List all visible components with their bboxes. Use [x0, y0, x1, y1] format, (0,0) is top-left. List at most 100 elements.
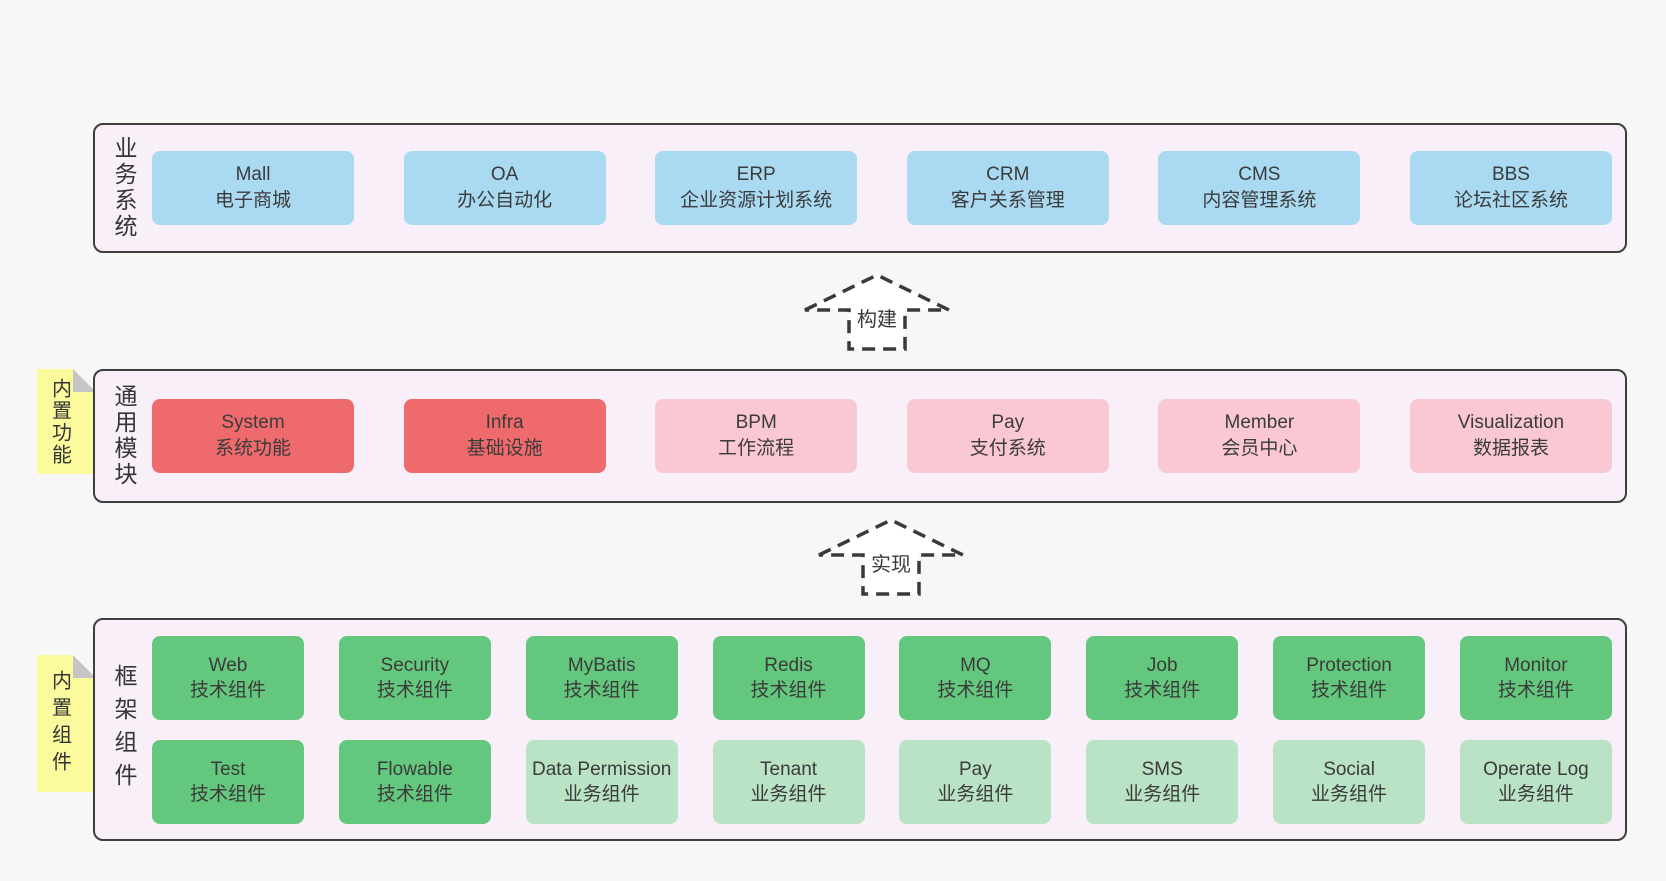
box-test: Test 技术组件 [152, 739, 304, 824]
box-title: MQ [960, 654, 991, 676]
build-arrow: 构建 [802, 272, 952, 352]
box-subtitle: 技术组件 [750, 679, 827, 701]
sticky-note-builtin-features: 内置功能 [37, 369, 96, 474]
box-data-permission: Data Permission 业务组件 [525, 739, 678, 824]
box-mall: Mall 电子商城 [152, 151, 354, 225]
panel-side-label-text: 通用模块 [111, 384, 137, 488]
box-title: BBS [1491, 164, 1530, 185]
box-infra: Infra 基础设施 [403, 399, 606, 473]
box-erp: ERP 企业资源计划系统 [655, 151, 858, 225]
box-title: OA [490, 164, 519, 185]
box-subtitle: 业务组件 [937, 783, 1014, 805]
framework-components-panel: 框架组件 Web 技术组件 Security 技术组件 MyBatis 技术组件… [93, 618, 1627, 841]
box-mybatis: MyBatis 技术组件 [525, 635, 678, 720]
sticky-label: 内置组件 [48, 669, 71, 778]
box-subtitle: 技术组件 [376, 783, 453, 805]
box-title: Pay [959, 758, 992, 780]
box-title: System [221, 412, 285, 433]
box-subtitle: 业务组件 [563, 783, 640, 805]
sticky-label: 内置功能 [48, 377, 71, 466]
box-title: MyBatis [567, 654, 636, 676]
box-title: Visualization [1457, 412, 1565, 433]
box-subtitle: 基础设施 [466, 438, 543, 459]
box-job: Job 技术组件 [1086, 635, 1239, 720]
box-title: Redis [764, 654, 813, 676]
box-subtitle: 工作流程 [718, 438, 795, 459]
sticky-note-builtin-components: 内置组件 [37, 655, 96, 792]
box-subtitle: 技术组件 [189, 679, 266, 701]
box-subtitle: 客户关系管理 [950, 190, 1065, 211]
box-security: Security 技术组件 [338, 635, 491, 720]
box-subtitle: 企业资源计划系统 [680, 190, 833, 211]
panel-side-label: 业务系统 [95, 125, 152, 251]
box-subtitle: 电子商城 [214, 190, 291, 211]
module-boxes: System 系统功能 Infra 基础设施 BPM 工作流程 Pay 支付系统… [152, 399, 1625, 473]
box-tenant: Tenant 业务组件 [712, 739, 865, 824]
box-title: Infra [485, 412, 524, 433]
box-title: Pay [991, 412, 1025, 433]
box-crm: CRM 客户关系管理 [906, 151, 1109, 225]
box-title: CMS [1238, 164, 1281, 185]
business-systems-panel: 业务系统 Mall 电子商城 OA 办公自动化 ERP 企业资源计划系统 CRM [93, 123, 1627, 253]
box-social: Social 业务组件 [1273, 739, 1426, 824]
panel-side-label-text: 业务系统 [111, 136, 137, 240]
box-pay-system: Pay 支付系统 [906, 399, 1109, 473]
box-flowable: Flowable 技术组件 [338, 739, 491, 824]
box-oa: OA 办公自动化 [403, 151, 606, 225]
box-title: Operate Log [1483, 758, 1589, 780]
box-web: Web 技术组件 [152, 635, 304, 720]
box-visualization: Visualization 数据报表 [1409, 399, 1612, 473]
box-monitor: Monitor 技术组件 [1459, 635, 1612, 720]
box-cms: CMS 内容管理系统 [1158, 151, 1361, 225]
box-subtitle: 业务组件 [1497, 783, 1574, 805]
common-modules-panel: 通用模块 System 系统功能 Infra 基础设施 BPM 工作流程 Pay [93, 369, 1627, 503]
box-subtitle: 技术组件 [189, 783, 266, 805]
box-pay-component: Pay 业务组件 [899, 739, 1052, 824]
box-subtitle: 技术组件 [1124, 679, 1201, 701]
panel-side-label: 通用模块 [95, 371, 152, 501]
box-bpm: BPM 工作流程 [655, 399, 858, 473]
box-system: System 系统功能 [152, 399, 354, 473]
box-subtitle: 论坛社区系统 [1453, 190, 1568, 211]
box-subtitle: 技术组件 [563, 679, 640, 701]
box-subtitle: 会员中心 [1221, 438, 1298, 459]
component-boxes: Web 技术组件 Security 技术组件 MyBatis 技术组件 Redi… [152, 635, 1625, 824]
box-title: Social [1323, 758, 1375, 780]
box-subtitle: 内容管理系统 [1202, 190, 1317, 211]
box-operate-log: Operate Log 业务组件 [1459, 739, 1612, 824]
box-title: Security [380, 654, 450, 676]
box-title: Flowable [376, 758, 453, 780]
box-sms: SMS 业务组件 [1086, 739, 1239, 824]
box-subtitle: 业务组件 [1311, 783, 1388, 805]
box-subtitle: 系统功能 [214, 438, 291, 459]
box-subtitle: 办公自动化 [457, 190, 553, 211]
box-title: Web [208, 654, 248, 676]
box-subtitle: 技术组件 [1311, 679, 1388, 701]
box-title: Data Permission [531, 758, 672, 780]
implement-arrow-label: 实现 [869, 548, 913, 577]
box-mq: MQ 技术组件 [899, 635, 1052, 720]
box-member: Member 会员中心 [1158, 399, 1361, 473]
box-title: Member [1224, 412, 1295, 433]
box-redis: Redis 技术组件 [712, 635, 865, 720]
box-title: Protection [1306, 654, 1392, 676]
box-subtitle: 支付系统 [969, 438, 1046, 459]
box-subtitle: 业务组件 [750, 783, 827, 805]
business-boxes: Mall 电子商城 OA 办公自动化 ERP 企业资源计划系统 CRM 客户关系… [152, 151, 1625, 225]
panel-side-label-text: 框架组件 [111, 663, 137, 796]
box-title: ERP [736, 164, 776, 185]
build-arrow-label: 构建 [855, 303, 899, 332]
implement-arrow: 实现 [816, 517, 966, 597]
box-subtitle: 技术组件 [937, 679, 1014, 701]
box-subtitle: 数据报表 [1472, 438, 1549, 459]
panel-side-label: 框架组件 [95, 620, 152, 839]
box-protection: Protection 技术组件 [1273, 635, 1426, 720]
box-title: Job [1146, 654, 1178, 676]
box-title: BPM [735, 412, 777, 433]
box-title: Test [210, 758, 246, 780]
box-title: SMS [1141, 758, 1183, 780]
box-subtitle: 业务组件 [1124, 783, 1201, 805]
box-title: Mall [235, 164, 271, 185]
box-subtitle: 技术组件 [1497, 679, 1574, 701]
box-title: Tenant [760, 758, 818, 780]
